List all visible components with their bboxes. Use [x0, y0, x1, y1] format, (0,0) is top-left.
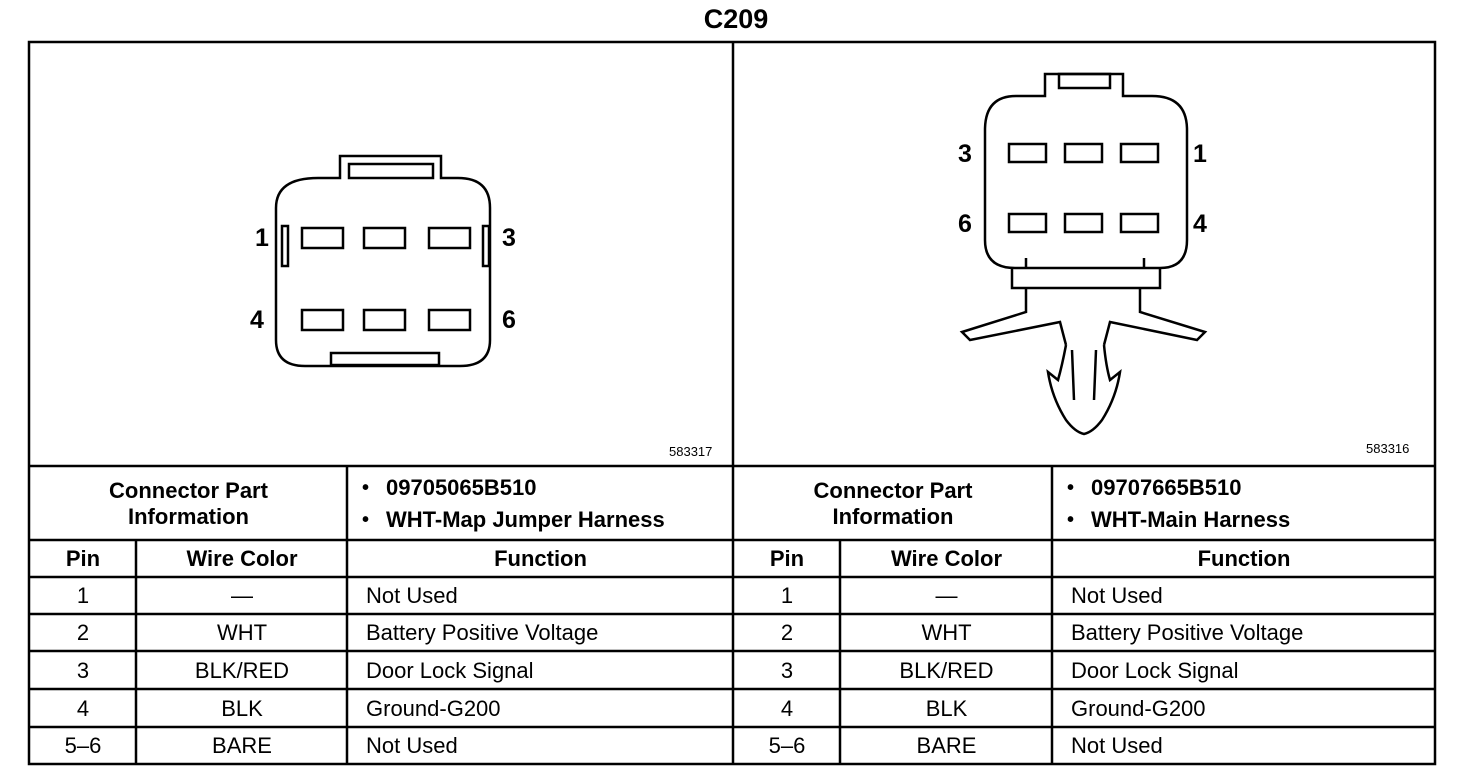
left-row-4-function: Ground-G200 — [366, 695, 501, 721]
left-row-1-function: Not Used — [366, 583, 458, 608]
left-pin-label-6: 6 — [502, 306, 516, 334]
right-connector-part-label: Connector Part Information — [734, 467, 1052, 540]
right-header-function: Function — [1197, 546, 1291, 571]
left-row-2-wire: WHT — [216, 620, 268, 645]
table-grid — [27, 40, 1437, 766]
right-row-1-function: Not Used — [1071, 583, 1163, 608]
right-connector-part-line2: Information — [832, 503, 954, 529]
left-row-5-wire: BARE — [212, 733, 272, 758]
left-pin-label-3: 3 — [502, 224, 516, 252]
right-row-1-pin: 1 — [780, 583, 794, 608]
right-row-5-function: Not Used — [1071, 733, 1163, 758]
right-connector-part-line1: Connector Part — [813, 477, 973, 503]
right-connector-face — [959, 72, 1208, 436]
right-row-2-wire: WHT — [921, 620, 972, 645]
left-row-4-wire: BLK — [221, 695, 263, 721]
left-connector-face — [274, 154, 492, 368]
left-header-function: Function — [494, 546, 587, 571]
left-row-3-function: Door Lock Signal — [366, 657, 534, 683]
right-pin-label-1: 1 — [1193, 140, 1207, 168]
page-title: C209 — [703, 4, 769, 34]
left-pin-label-4: 4 — [250, 306, 264, 334]
right-row-5-pin: 5–6 — [768, 733, 806, 758]
right-pin-label-3: 3 — [958, 140, 972, 168]
right-row-4-pin: 4 — [780, 695, 794, 721]
right-row-4-function: Ground-G200 — [1071, 695, 1206, 721]
left-header-wire-color: Wire Color — [186, 546, 298, 571]
right-header-wire-color: Wire Color — [890, 546, 1003, 571]
right-row-3-function: Door Lock Signal — [1071, 657, 1239, 683]
right-part-harness: WHT-Main Harness — [1067, 504, 1290, 536]
left-row-2-function: Battery Positive Voltage — [366, 620, 599, 645]
right-part-info: 09707665B510 WHT-Main Harness — [1053, 467, 1435, 540]
left-part-number: 09705065B510 — [362, 472, 537, 504]
left-row-3-pin: 3 — [76, 657, 90, 683]
left-header-pin: Pin — [65, 546, 101, 571]
right-pin-label-4: 4 — [1193, 210, 1207, 238]
right-part-number: 09707665B510 — [1067, 472, 1242, 504]
left-connector-part-label: Connector Part Information — [30, 467, 347, 540]
left-row-1-wire: — — [231, 583, 253, 608]
right-row-3-pin: 3 — [780, 657, 794, 683]
left-row-5-pin: 5–6 — [64, 733, 102, 758]
left-pin-label-1: 1 — [255, 224, 269, 252]
right-row-4-wire: BLK — [925, 695, 968, 721]
left-row-3-wire: BLK/RED — [194, 657, 290, 683]
right-row-3-wire: BLK/RED — [899, 657, 994, 683]
left-part-harness: WHT-Map Jumper Harness — [362, 504, 665, 536]
left-row-2-pin: 2 — [76, 620, 90, 645]
left-connector-part-line2: Information — [128, 503, 249, 529]
right-figure-number: 583316 — [1366, 441, 1410, 456]
left-row-1-pin: 1 — [76, 583, 90, 608]
right-row-2-function: Battery Positive Voltage — [1071, 620, 1304, 645]
left-figure-number: 583317 — [669, 444, 713, 459]
left-row-4-pin: 4 — [76, 695, 90, 721]
right-row-5-wire: BARE — [916, 733, 977, 758]
left-part-info: 09705065B510 WHT-Map Jumper Harness — [348, 467, 733, 540]
left-row-5-function: Not Used — [366, 733, 458, 758]
right-row-2-pin: 2 — [780, 620, 794, 645]
right-pin-label-6: 6 — [958, 210, 972, 238]
right-header-pin: Pin — [769, 546, 805, 571]
right-row-1-wire: — — [935, 583, 958, 608]
left-connector-part-line1: Connector Part — [109, 477, 268, 503]
